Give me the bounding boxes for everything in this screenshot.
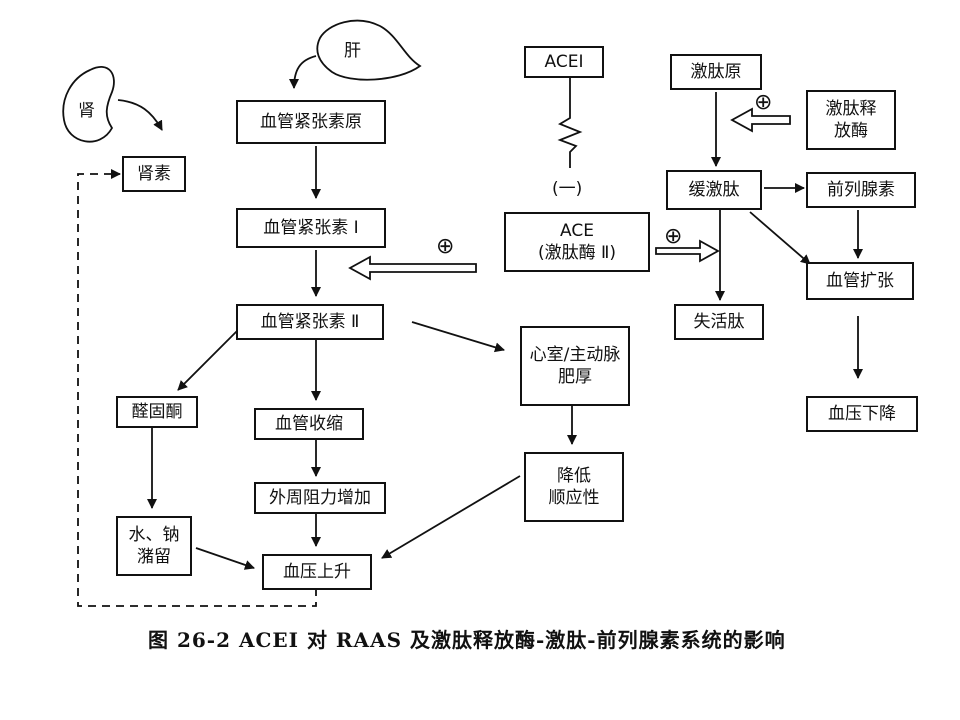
open-arrow-ace-ang: [348, 255, 477, 281]
box-angiotensinogen: 血管紧张素原: [236, 100, 386, 144]
plus-symbol-ang: ⊕: [436, 234, 455, 259]
arrow-ang2-hypertrophy: [411, 321, 505, 353]
kidney-shape: [62, 66, 115, 143]
box-kallikrein: 激肽释 放酶: [806, 90, 896, 150]
box-aldosterone: 醛固酮: [116, 396, 198, 428]
box-angiotensin-1: 血管紧张素 I: [236, 208, 386, 248]
box-bradykinin: 缓激肽: [666, 170, 762, 210]
box-prostaglandin: 前列腺素: [806, 172, 916, 208]
label-kidney: 肾: [78, 101, 95, 121]
box-hypertrophy: 心室/主动脉 肥厚: [520, 326, 630, 406]
arrow-ang2-aldosterone: [177, 325, 243, 391]
open-arrow-ace-bradykinin: [655, 239, 720, 263]
liver-shape: [316, 19, 422, 81]
figure-caption: 图 26-2 ACEI 对 RAAS 及激肽释放酶-激肽-前列腺素系统的影响: [148, 628, 786, 652]
label-liver: 肝: [344, 41, 361, 61]
open-arrow-kallikrein: [730, 107, 791, 133]
arrow-compliance-bprise: [381, 475, 521, 559]
box-bp-rise: 血压上升: [262, 554, 372, 590]
box-kininogen: 激肽原: [670, 54, 762, 90]
plus-symbol-kallikrein: ⊕: [754, 90, 773, 115]
arrow-water-bprise: [195, 547, 255, 570]
acei-inhibit-zigzag: [557, 78, 583, 168]
box-water-sodium-retention: 水、钠 潴留: [116, 516, 192, 576]
dashed-feedback-line: [77, 169, 317, 607]
arrow-kidney-renin: [117, 99, 163, 131]
box-vasodilation: 血管扩张: [806, 262, 914, 300]
plus-symbol-bradykinin: ⊕: [664, 224, 683, 249]
box-peripheral-resistance: 外周阻力增加: [254, 482, 386, 514]
box-acei: ACEI: [524, 46, 604, 78]
box-compliance: 降低 顺应性: [524, 452, 624, 522]
box-renin: 肾素: [122, 156, 186, 192]
label-inhibit: (一): [552, 179, 583, 199]
box-inactive-peptide: 失活肽: [674, 304, 764, 340]
box-bp-fall: 血压下降: [806, 396, 918, 432]
box-ace: ACE (激肽酶 Ⅱ): [504, 212, 650, 272]
arrow-liver-angiotensinogen: [289, 55, 317, 89]
arrow-bradykinin-vasodilation: [749, 211, 811, 265]
box-vasoconstriction: 血管收缩: [254, 408, 364, 440]
box-angiotensin-2: 血管紧张素 Ⅱ: [236, 304, 384, 340]
